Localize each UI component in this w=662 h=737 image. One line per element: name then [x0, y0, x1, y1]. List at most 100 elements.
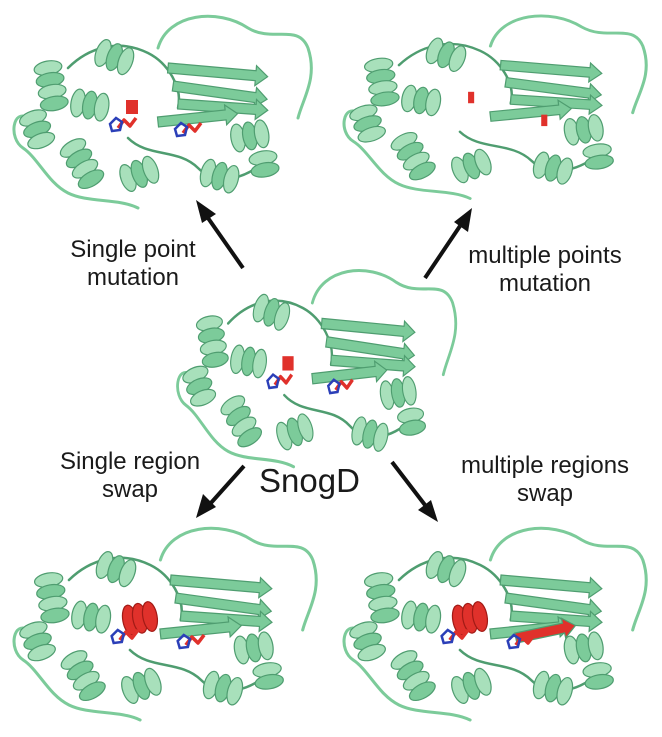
- beta-strand-body: [159, 615, 243, 640]
- label-line: mutation: [86, 264, 180, 291]
- helix-turn: [250, 161, 280, 178]
- helix-g: [563, 114, 604, 146]
- protein-top-left-svg: [12, 14, 313, 210]
- helix-turn: [425, 604, 442, 634]
- helix-a: [33, 572, 70, 624]
- helix-i: [252, 662, 284, 690]
- helix-g: [563, 631, 604, 665]
- helix-a: [33, 60, 69, 112]
- outer-loop: [342, 109, 472, 200]
- strand-3: [330, 354, 416, 378]
- helix-turn: [237, 427, 263, 448]
- helix-e: [119, 155, 160, 192]
- helix-turn: [357, 125, 386, 143]
- active-site-left: [108, 116, 138, 133]
- beta-strand-body: [177, 98, 269, 121]
- helix-turn: [297, 413, 314, 442]
- beta-strand-body: [330, 354, 416, 378]
- helix-turn: [27, 131, 56, 150]
- strand-1: [166, 62, 269, 87]
- side-chain-ring: [176, 633, 192, 650]
- helix-h: [532, 670, 574, 706]
- helix-turn: [273, 302, 291, 331]
- helix-turn: [357, 643, 386, 662]
- strand-1: [320, 317, 416, 343]
- helix-e: [451, 148, 492, 184]
- helix-a: [363, 57, 400, 107]
- beta-strand-body: [166, 62, 269, 87]
- swapped-helix: [451, 601, 489, 636]
- helix-turn: [143, 667, 162, 696]
- swapped-helix-turn: [471, 601, 489, 632]
- helix-i: [248, 150, 280, 178]
- inner-loop: [458, 648, 604, 693]
- helix-turn: [587, 114, 604, 142]
- helix-c: [220, 395, 263, 448]
- protein-top-right-svg: [342, 14, 648, 200]
- swapped-helix-turn: [141, 601, 159, 632]
- side-chain-ring: [326, 378, 341, 395]
- helix-turn: [141, 155, 160, 184]
- strand-1: [499, 59, 603, 84]
- helix-turn: [78, 681, 106, 702]
- helix-g: [230, 119, 270, 153]
- center-protein-name: SnogD: [259, 462, 360, 499]
- protein-bottom-left-svg: [12, 526, 318, 722]
- helix-b: [19, 621, 56, 662]
- side-chain-ring: [173, 121, 189, 138]
- point-mutation-site: [126, 100, 138, 114]
- helix-e: [121, 667, 162, 704]
- helix-h: [351, 416, 389, 452]
- strand-3: [179, 610, 273, 633]
- helix-turn: [93, 92, 110, 122]
- inner-loop: [128, 648, 274, 693]
- helix-d: [94, 39, 135, 76]
- strand-1: [499, 574, 603, 599]
- helix-turn: [95, 604, 112, 634]
- active-site-left: [440, 628, 470, 645]
- strand-3: [509, 610, 603, 633]
- helix-g: [233, 631, 274, 665]
- helix-turn: [116, 47, 135, 76]
- helix-turn: [425, 88, 442, 117]
- helix-turn: [401, 376, 417, 406]
- beta-strand-body: [509, 93, 603, 116]
- helix-f: [401, 84, 442, 117]
- helix-turn: [27, 643, 56, 662]
- label-line: swap: [101, 476, 159, 503]
- protein-center: [172, 262, 462, 477]
- helix-f: [230, 344, 267, 379]
- helix-b: [349, 621, 386, 662]
- side-chain-ring: [506, 633, 522, 650]
- helix-turn: [556, 157, 574, 185]
- helix-turn: [408, 681, 436, 702]
- inner-loop: [458, 130, 604, 172]
- helix-b: [19, 109, 56, 150]
- helix-turn: [373, 422, 389, 452]
- outer-loop: [156, 14, 313, 120]
- outer-loop: [158, 526, 318, 632]
- helix-b: [349, 104, 386, 143]
- helix-turn: [584, 673, 614, 690]
- helix-turn: [370, 91, 400, 107]
- helix-turn: [189, 388, 217, 407]
- helix-turn: [39, 95, 69, 112]
- helix-turn: [584, 154, 614, 170]
- strand-4: [159, 615, 243, 640]
- helix-turn: [254, 673, 284, 690]
- outer-loop: [176, 371, 296, 469]
- strand-4: [156, 103, 239, 128]
- protein-ribbon: [342, 14, 648, 200]
- helix-e: [451, 667, 492, 704]
- helix-i: [582, 143, 614, 170]
- beta-strand-body: [156, 103, 239, 128]
- helix-turn: [398, 419, 427, 436]
- helix-f: [70, 88, 110, 122]
- protein-top-right: [338, 8, 653, 208]
- helix-h: [532, 151, 574, 185]
- helix-turn: [226, 676, 244, 706]
- strand-3: [177, 98, 269, 121]
- side-chain-ring: [108, 116, 124, 133]
